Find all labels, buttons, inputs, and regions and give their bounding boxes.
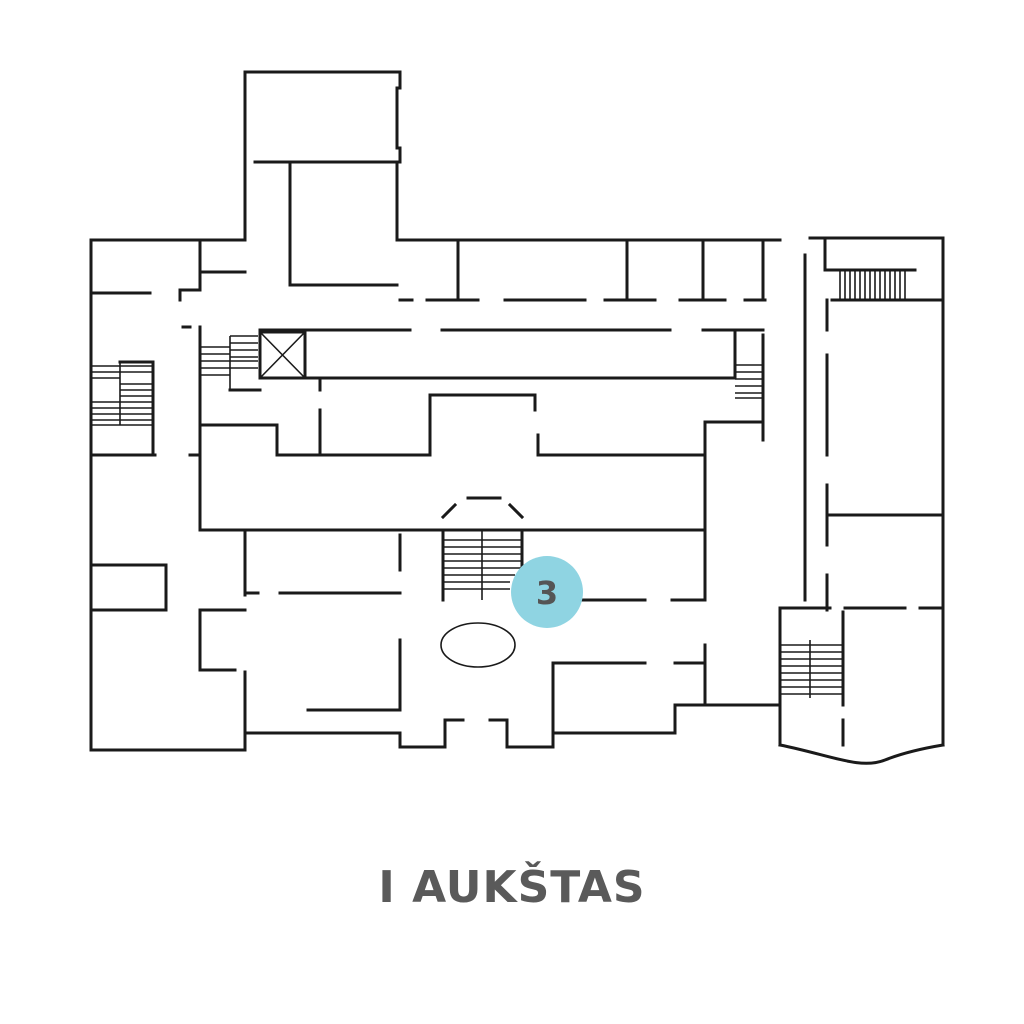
outer-walls [89,70,782,752]
tower-rooms [198,160,402,287]
marker-circle [511,556,583,628]
room-marker-3[interactable]: 3 [511,556,583,628]
upper-left-staircase [200,335,262,392]
floor-label: I AUKŠTAS [378,862,646,913]
marker-number: 3 [536,574,558,612]
mid-rooms [198,376,765,602]
right-wing [778,236,945,765]
grand-staircase [440,496,525,602]
upper-corridor [181,238,767,532]
lower-rooms [243,528,707,735]
left-wing-rooms [89,270,247,672]
left-staircase [91,360,155,426]
